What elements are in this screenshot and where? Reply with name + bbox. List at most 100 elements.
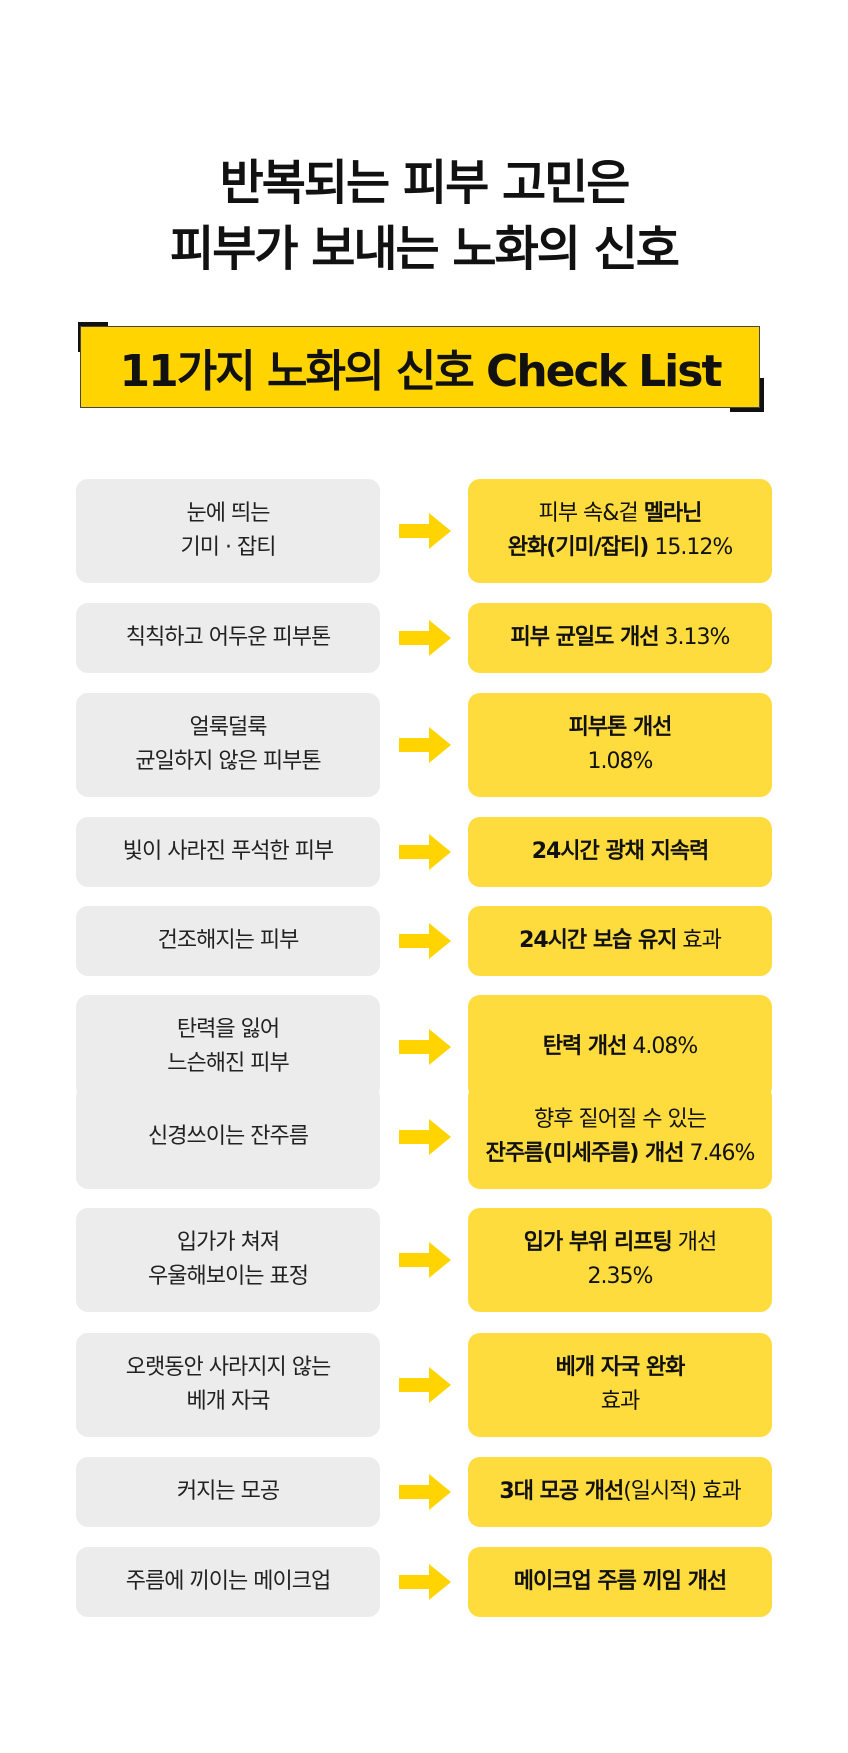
banner-title: 11가지 노화의 신호 Check List [80, 326, 760, 408]
solution-text: 효과 [600, 1389, 640, 1414]
problem-card: 빛이 사라진 푸석한 피부 [76, 817, 380, 887]
checklist-row: 빛이 사라진 푸석한 피부 24시간 광채 지속력 [76, 817, 772, 887]
solution-line: 효과 [600, 1385, 640, 1419]
problem-text: 탄력을 잃어 [176, 1017, 280, 1042]
solution-text: 효과 [676, 928, 722, 953]
arrow-right-icon [399, 513, 451, 549]
solution-line: 향후 짙어질 수 있는 [534, 1103, 707, 1137]
solution-highlight: 3대 모공 개선 [499, 1479, 624, 1504]
solution-line: 24시간 보습 유지 효과 [519, 924, 722, 958]
arrow-right-icon [399, 1242, 451, 1278]
checklist-row: 건조해지는 피부 24시간 보습 유지 효과 [76, 906, 772, 976]
problem-text: 눈에 띄는 [186, 501, 271, 526]
problem-text: 얼룩덜룩 [189, 715, 268, 740]
solution-card: 탄력 개선 4.08% [468, 995, 772, 1099]
solution-text: 개선 [671, 1230, 718, 1255]
arrow-right-icon [399, 834, 451, 870]
solution-highlight: 24시간 보습 유지 [519, 928, 677, 953]
solution-highlight: 24시간 광채 지속력 [531, 839, 710, 864]
solution-text: 피부 속&겉 [538, 501, 644, 526]
problem-text: 신경쓰이는 잔주름 [148, 1124, 309, 1149]
problem-text: 주름에 끼이는 메이크업 [125, 1569, 331, 1594]
solution-card: 피부 균일도 개선 3.13% [468, 603, 772, 673]
problem-card: 칙칙하고 어두운 피부톤 [76, 603, 380, 673]
solution-line: 2.35% [587, 1260, 654, 1294]
solution-line: 24시간 광채 지속력 [531, 835, 710, 869]
checklist-banner: 11가지 노화의 신호 Check List [78, 322, 764, 412]
solution-card: 피부톤 개선 1.08% [468, 693, 772, 797]
arrow-right-icon [399, 923, 451, 959]
solution-line: 1.08% [587, 745, 654, 779]
solution-line: 피부톤 개선 [568, 711, 673, 745]
solution-text: 3.13% [658, 625, 731, 650]
solution-text: 1.08% [587, 749, 654, 774]
headline: 반복되는 피부 고민은 피부가 보내는 노화의 신호 [0, 150, 848, 282]
solution-line: 탄력 개선 4.08% [542, 1030, 699, 1064]
solution-card: 메이크업 주름 끼임 개선 [468, 1547, 772, 1617]
arrow-right-icon [399, 1474, 451, 1510]
headline-line-1: 반복되는 피부 고민은 [219, 155, 631, 211]
solution-text: 2.35% [587, 1264, 654, 1289]
solution-card: 24시간 보습 유지 효과 [468, 906, 772, 976]
problem-text: 기미 · 잡티 [180, 535, 277, 560]
solution-highlight: 입가 부위 리프팅 [523, 1230, 673, 1255]
solution-highlight: 탄력 개선 [542, 1034, 628, 1059]
problem-text: 균일하지 않은 피부톤 [135, 749, 321, 774]
problem-text: 칙칙하고 어두운 피부톤 [125, 625, 331, 650]
solution-line: 3대 모공 개선(일시적) 효과 [499, 1475, 741, 1509]
banner-corner-bottom-right [730, 378, 764, 412]
solution-line: 완화(기미/잡티) 15.12% [507, 531, 733, 565]
solution-highlight: 완화(기미/잡티) [507, 535, 650, 560]
checklist-row: 주름에 끼이는 메이크업 메이크업 주름 끼임 개선 [76, 1547, 772, 1617]
solution-highlight: 베개 자국 완화 [555, 1355, 686, 1380]
solution-highlight: 피부 균일도 개선 [510, 625, 660, 650]
problem-text: 느슨해진 피부 [167, 1051, 289, 1076]
solution-text: 향후 짙어질 수 있는 [534, 1107, 707, 1132]
problem-text: 오랫동안 사라지지 않는 [125, 1355, 331, 1380]
solution-line: 입가 부위 리프팅 개선 [523, 1226, 718, 1260]
arrow-right-icon [399, 1367, 451, 1403]
solution-card: 24시간 광채 지속력 [468, 817, 772, 887]
solution-line: 피부 균일도 개선 3.13% [510, 621, 731, 655]
arrow-right-icon [399, 620, 451, 656]
problem-text: 베개 자국 [186, 1389, 271, 1414]
solution-text: (일시적) 효과 [623, 1479, 741, 1504]
solution-line: 베개 자국 완화 [555, 1351, 686, 1385]
arrow-right-icon [399, 727, 451, 763]
solution-line: 피부 속&겉 멜라닌 [538, 497, 703, 531]
solution-card: 입가 부위 리프팅 개선 2.35% [468, 1208, 772, 1312]
problem-text: 빛이 사라진 푸석한 피부 [122, 839, 334, 864]
solution-text: 7.46% [683, 1141, 756, 1166]
solution-text: 4.08% [626, 1034, 698, 1059]
arrow-right-icon [399, 1119, 451, 1155]
problem-card: 주름에 끼이는 메이크업 [76, 1547, 380, 1617]
solution-highlight: 메이크업 주름 끼임 개선 [513, 1569, 727, 1594]
solution-highlight: 피부톤 개선 [568, 715, 673, 740]
solution-highlight: 잔주름(미세주름) 개선 [485, 1141, 685, 1166]
solution-text: 15.12% [648, 535, 733, 560]
solution-line: 잔주름(미세주름) 개선 7.46% [485, 1137, 756, 1171]
headline-line-2: 피부가 보내는 노화의 신호 [170, 221, 680, 277]
problem-text: 입가가 쳐져 [176, 1230, 280, 1255]
problem-text: 우울해보이는 표정 [148, 1264, 309, 1289]
solution-line: 메이크업 주름 끼임 개선 [513, 1565, 727, 1599]
arrow-right-icon [399, 1564, 451, 1600]
checklist-row: 칙칙하고 어두운 피부톤 피부 균일도 개선 3.13% [76, 603, 772, 673]
problem-text: 건조해지는 피부 [157, 928, 300, 953]
solution-card: 3대 모공 개선(일시적) 효과 [468, 1457, 772, 1527]
